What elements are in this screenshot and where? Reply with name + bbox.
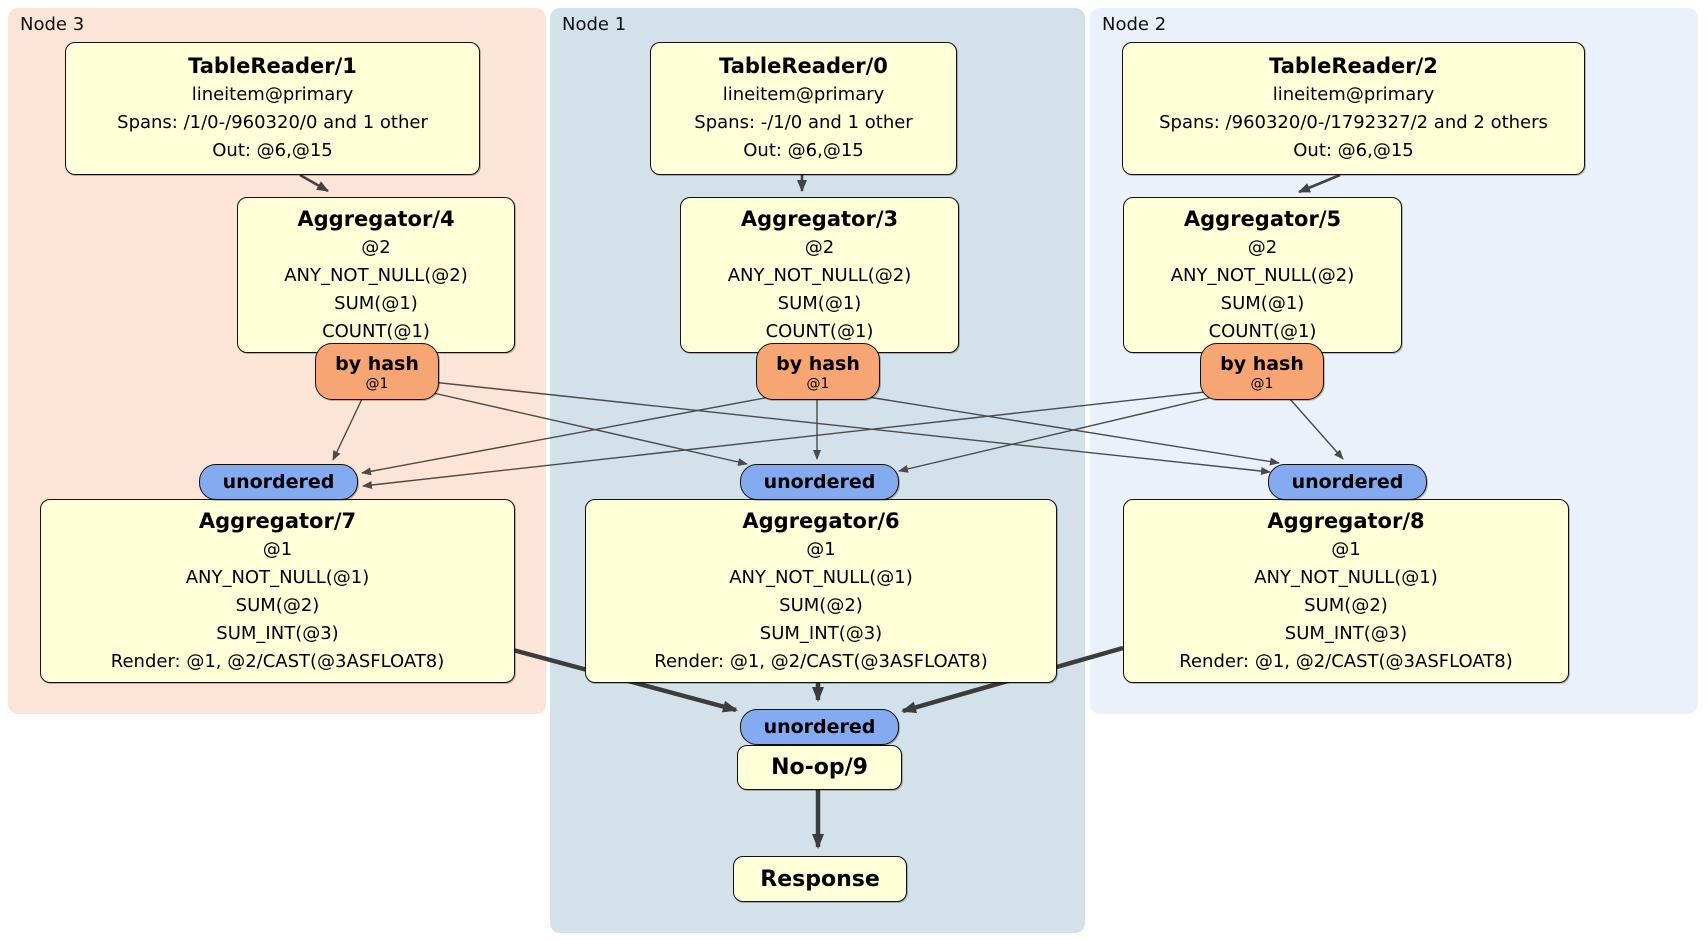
processor-title: TableReader/0 [719,54,888,78]
processor-title: Aggregator/4 [297,206,455,231]
processor-line: SUM_INT(@3) [759,622,883,644]
processor-line: lineitem@primary [722,84,885,105]
processor-tablereader2: TableReader/2 lineitem@primary Spans: /9… [1122,42,1585,175]
router-key: @1 [806,375,830,392]
processor-line: SUM(@2) [1304,594,1388,616]
processor-line: SUM(@2) [779,594,863,616]
processor-title: TableReader/2 [1269,54,1438,78]
router-key: @1 [1250,375,1274,392]
router-label: by hash [335,352,419,375]
processor-line: Render: @1, @2/CAST(@3ASFLOAT8) [654,650,988,672]
processor-line: @2 [1247,236,1278,258]
processor-response: Response [733,856,907,902]
processor-line: SUM_INT(@3) [1284,622,1408,644]
processor-tablereader1: TableReader/1 lineitem@primary Spans: /1… [65,42,480,175]
processor-aggregator5: Aggregator/5 @2 ANY_NOT_NULL(@2) SUM(@1)… [1123,197,1402,353]
stream-label: unordered [1291,471,1404,493]
router-label: by hash [776,352,860,375]
processor-aggregator7: Aggregator/7 @1 ANY_NOT_NULL(@1) SUM(@2)… [40,499,515,683]
processor-line: @1 [262,538,293,560]
processor-title: Response [760,866,880,892]
processor-line: SUM(@2) [235,594,320,616]
processor-noop9: No-op/9 [737,745,902,790]
processor-line: SUM_INT(@3) [216,622,339,644]
processor-line: Spans: /1/0-/960320/0 and 1 other [117,112,428,133]
processor-line: @1 [806,538,836,560]
processor-line: Render: @1, @2/CAST(@3ASFLOAT8) [110,650,445,672]
router-label: by hash [1220,352,1304,375]
processor-line: Spans: /960320/0-/1792327/2 and 2 others [1159,112,1548,133]
stream-unordered-7: unordered [199,464,358,500]
stream-label: unordered [222,471,335,493]
processor-line: Out: @6,@15 [743,140,864,161]
processor-line: ANY_NOT_NULL(@1) [185,566,370,588]
stream-unordered-6: unordered [740,464,899,500]
processor-title: Aggregator/3 [740,206,899,231]
stream-unordered-8: unordered [1268,464,1427,500]
processor-title: Aggregator/6 [742,508,900,533]
processor-line: lineitem@primary [1272,84,1435,105]
region-node3-label: Node 3 [20,14,85,35]
processor-line: @1 [1331,538,1361,560]
processor-line: ANY_NOT_NULL(@2) [1170,264,1355,286]
processor-line: ANY_NOT_NULL(@2) [284,264,468,286]
region-node2-label: Node 2 [1102,14,1167,35]
processor-line: SUM(@1) [1220,292,1305,314]
processor-line: ANY_NOT_NULL(@2) [727,264,912,286]
router-by-hash-3: by hash @1 [756,343,880,400]
stream-unordered-9: unordered [740,709,899,745]
processor-tablereader0: TableReader/0 lineitem@primary Spans: -/… [650,42,957,175]
stream-label: unordered [763,471,876,493]
processor-title: Aggregator/5 [1183,206,1342,231]
processor-line: COUNT(@1) [765,320,874,342]
processor-line: SUM(@1) [334,292,418,314]
processor-title: Aggregator/8 [1267,508,1425,533]
processor-line: Out: @6,@15 [1293,140,1414,161]
processor-line: Render: @1, @2/CAST(@3ASFLOAT8) [1179,650,1513,672]
processor-aggregator6: Aggregator/6 @1 ANY_NOT_NULL(@1) SUM(@2)… [585,499,1057,683]
processor-aggregator8: Aggregator/8 @1 ANY_NOT_NULL(@1) SUM(@2)… [1123,499,1569,683]
router-by-hash-5: by hash @1 [1200,343,1324,400]
processor-title: Aggregator/7 [198,508,357,533]
stream-label: unordered [763,716,876,738]
processor-line: Spans: -/1/0 and 1 other [694,112,913,133]
processor-title: No-op/9 [771,755,868,780]
processor-aggregator3: Aggregator/3 @2 ANY_NOT_NULL(@2) SUM(@1)… [680,197,959,353]
processor-aggregator4: Aggregator/4 @2 ANY_NOT_NULL(@2) SUM(@1)… [237,197,515,353]
processor-line: lineitem@primary [191,84,354,105]
router-by-hash-4: by hash @1 [315,343,439,400]
processor-line: SUM(@1) [777,292,862,314]
processor-line: ANY_NOT_NULL(@1) [1254,566,1438,588]
processor-title: TableReader/1 [188,54,357,78]
processor-line: ANY_NOT_NULL(@1) [729,566,913,588]
processor-line: Out: @6,@15 [212,140,333,161]
processor-line: @2 [361,236,391,258]
processor-line: COUNT(@1) [322,320,430,342]
processor-line: @2 [804,236,835,258]
router-key: @1 [365,375,389,392]
region-node1-label: Node 1 [562,14,627,35]
processor-line: COUNT(@1) [1208,320,1317,342]
